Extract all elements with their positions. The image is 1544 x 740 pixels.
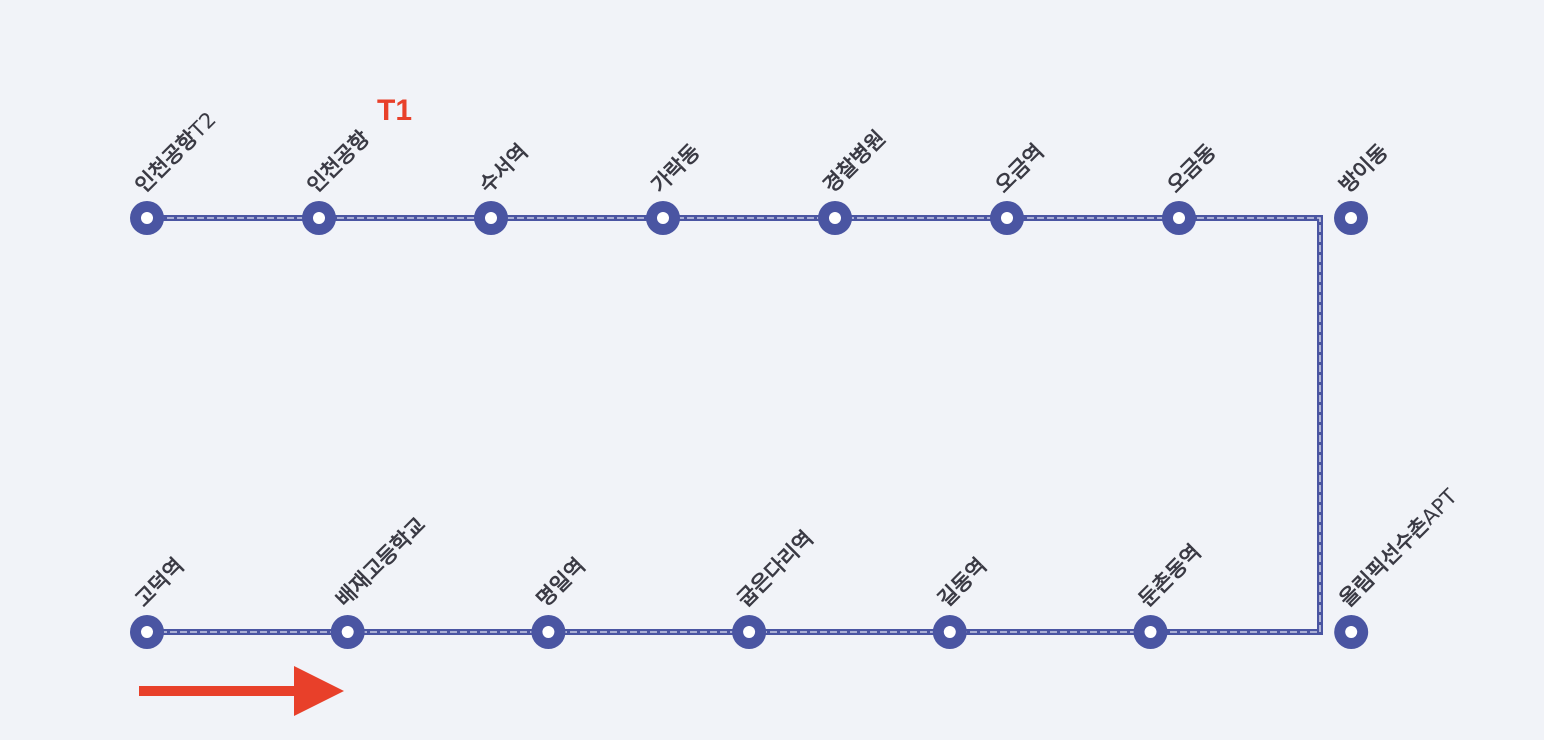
station-label: 둔촌동역 [1134, 540, 1206, 612]
station-marker [732, 615, 767, 649]
station-marker [130, 201, 164, 235]
station-marker [1133, 615, 1168, 649]
station-label: 인천공항 [303, 126, 375, 198]
route-lines [147, 215, 1323, 635]
station-label: 배재고등학교 [331, 513, 430, 612]
station-marker [932, 615, 967, 649]
station-label: 인천공항T2 [131, 107, 221, 197]
station-markers [130, 201, 1369, 649]
direction-arrow-icon [139, 666, 344, 716]
station-label: 고덕역 [131, 554, 189, 612]
station-label: 수서역 [475, 140, 533, 198]
station-marker [130, 615, 164, 649]
station-marker [474, 201, 508, 235]
station-label: 방이동 [1335, 140, 1393, 198]
station-label: 오금역 [991, 140, 1049, 198]
terminal-badge: T1 [377, 94, 412, 127]
route-line [147, 215, 1323, 635]
station-marker [1334, 201, 1368, 235]
station-label: 가락동 [647, 140, 705, 198]
station-marker [531, 615, 566, 649]
route-line-inner [147, 217, 1321, 633]
station-label: 경찰병원 [819, 126, 891, 198]
station-label: 오금동 [1163, 140, 1221, 198]
station-label: 올림픽선수촌APT [1335, 484, 1462, 611]
station-label: 명일역 [532, 554, 590, 612]
station-marker [302, 201, 336, 235]
station-marker [330, 615, 365, 649]
station-marker [1334, 615, 1369, 649]
station-marker [1162, 201, 1196, 235]
station-label: 길동역 [933, 554, 991, 612]
station-marker [646, 201, 680, 235]
station-marker [990, 201, 1024, 235]
station-marker [818, 201, 852, 235]
station-label: 굽은다리역 [733, 526, 818, 611]
